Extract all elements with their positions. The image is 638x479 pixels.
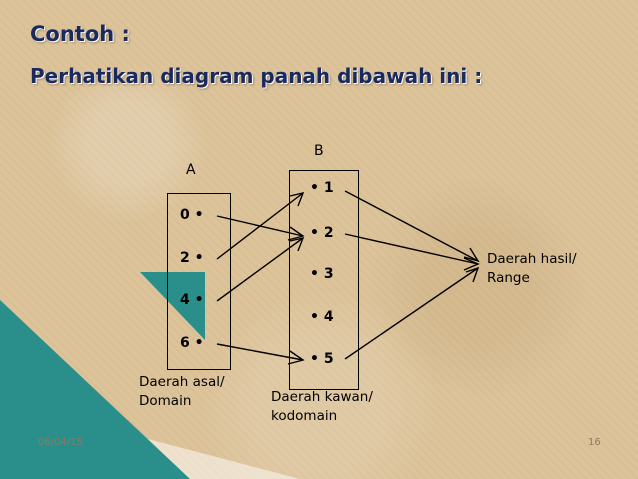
domain-item: 0 • <box>180 207 204 223</box>
slide-subtitle: Perhatikan diagram panah dibawah ini : <box>30 64 483 88</box>
set-a-label: A <box>186 162 196 178</box>
set-b-label: B <box>314 143 324 159</box>
codomain-set-box <box>289 170 359 390</box>
arrow-4-to-2 <box>216 237 305 302</box>
arrow-0-to-2 <box>216 215 305 241</box>
range-arrow-from-2 <box>344 233 480 271</box>
slide-title: Contoh : <box>30 22 130 46</box>
domain-item: 2 • <box>180 250 204 266</box>
codomain-item: • 5 <box>310 351 334 367</box>
arrow-2-to-1 <box>216 192 305 260</box>
domain-set-box <box>167 193 231 370</box>
range-arrow-from-5 <box>344 266 480 360</box>
slide-date: 06/04/15 <box>38 437 83 448</box>
codomain-item: • 2 <box>310 225 334 241</box>
domain-item: 6 • <box>180 335 204 351</box>
range-arrow-from-1 <box>344 190 480 263</box>
domain-item: 4 • <box>180 292 204 308</box>
domain-caption: Daerah asal/ Domain <box>139 374 225 409</box>
arrow-6-to-5 <box>216 343 305 365</box>
codomain-item: • 3 <box>310 266 334 282</box>
codomain-item: • 4 <box>310 309 334 325</box>
codomain-caption: Daerah kawan/ kodomain <box>271 389 373 424</box>
range-caption: Daerah hasil/ Range <box>487 251 577 286</box>
slide-page-number: 16 <box>588 437 601 448</box>
codomain-item: • 1 <box>310 180 334 196</box>
